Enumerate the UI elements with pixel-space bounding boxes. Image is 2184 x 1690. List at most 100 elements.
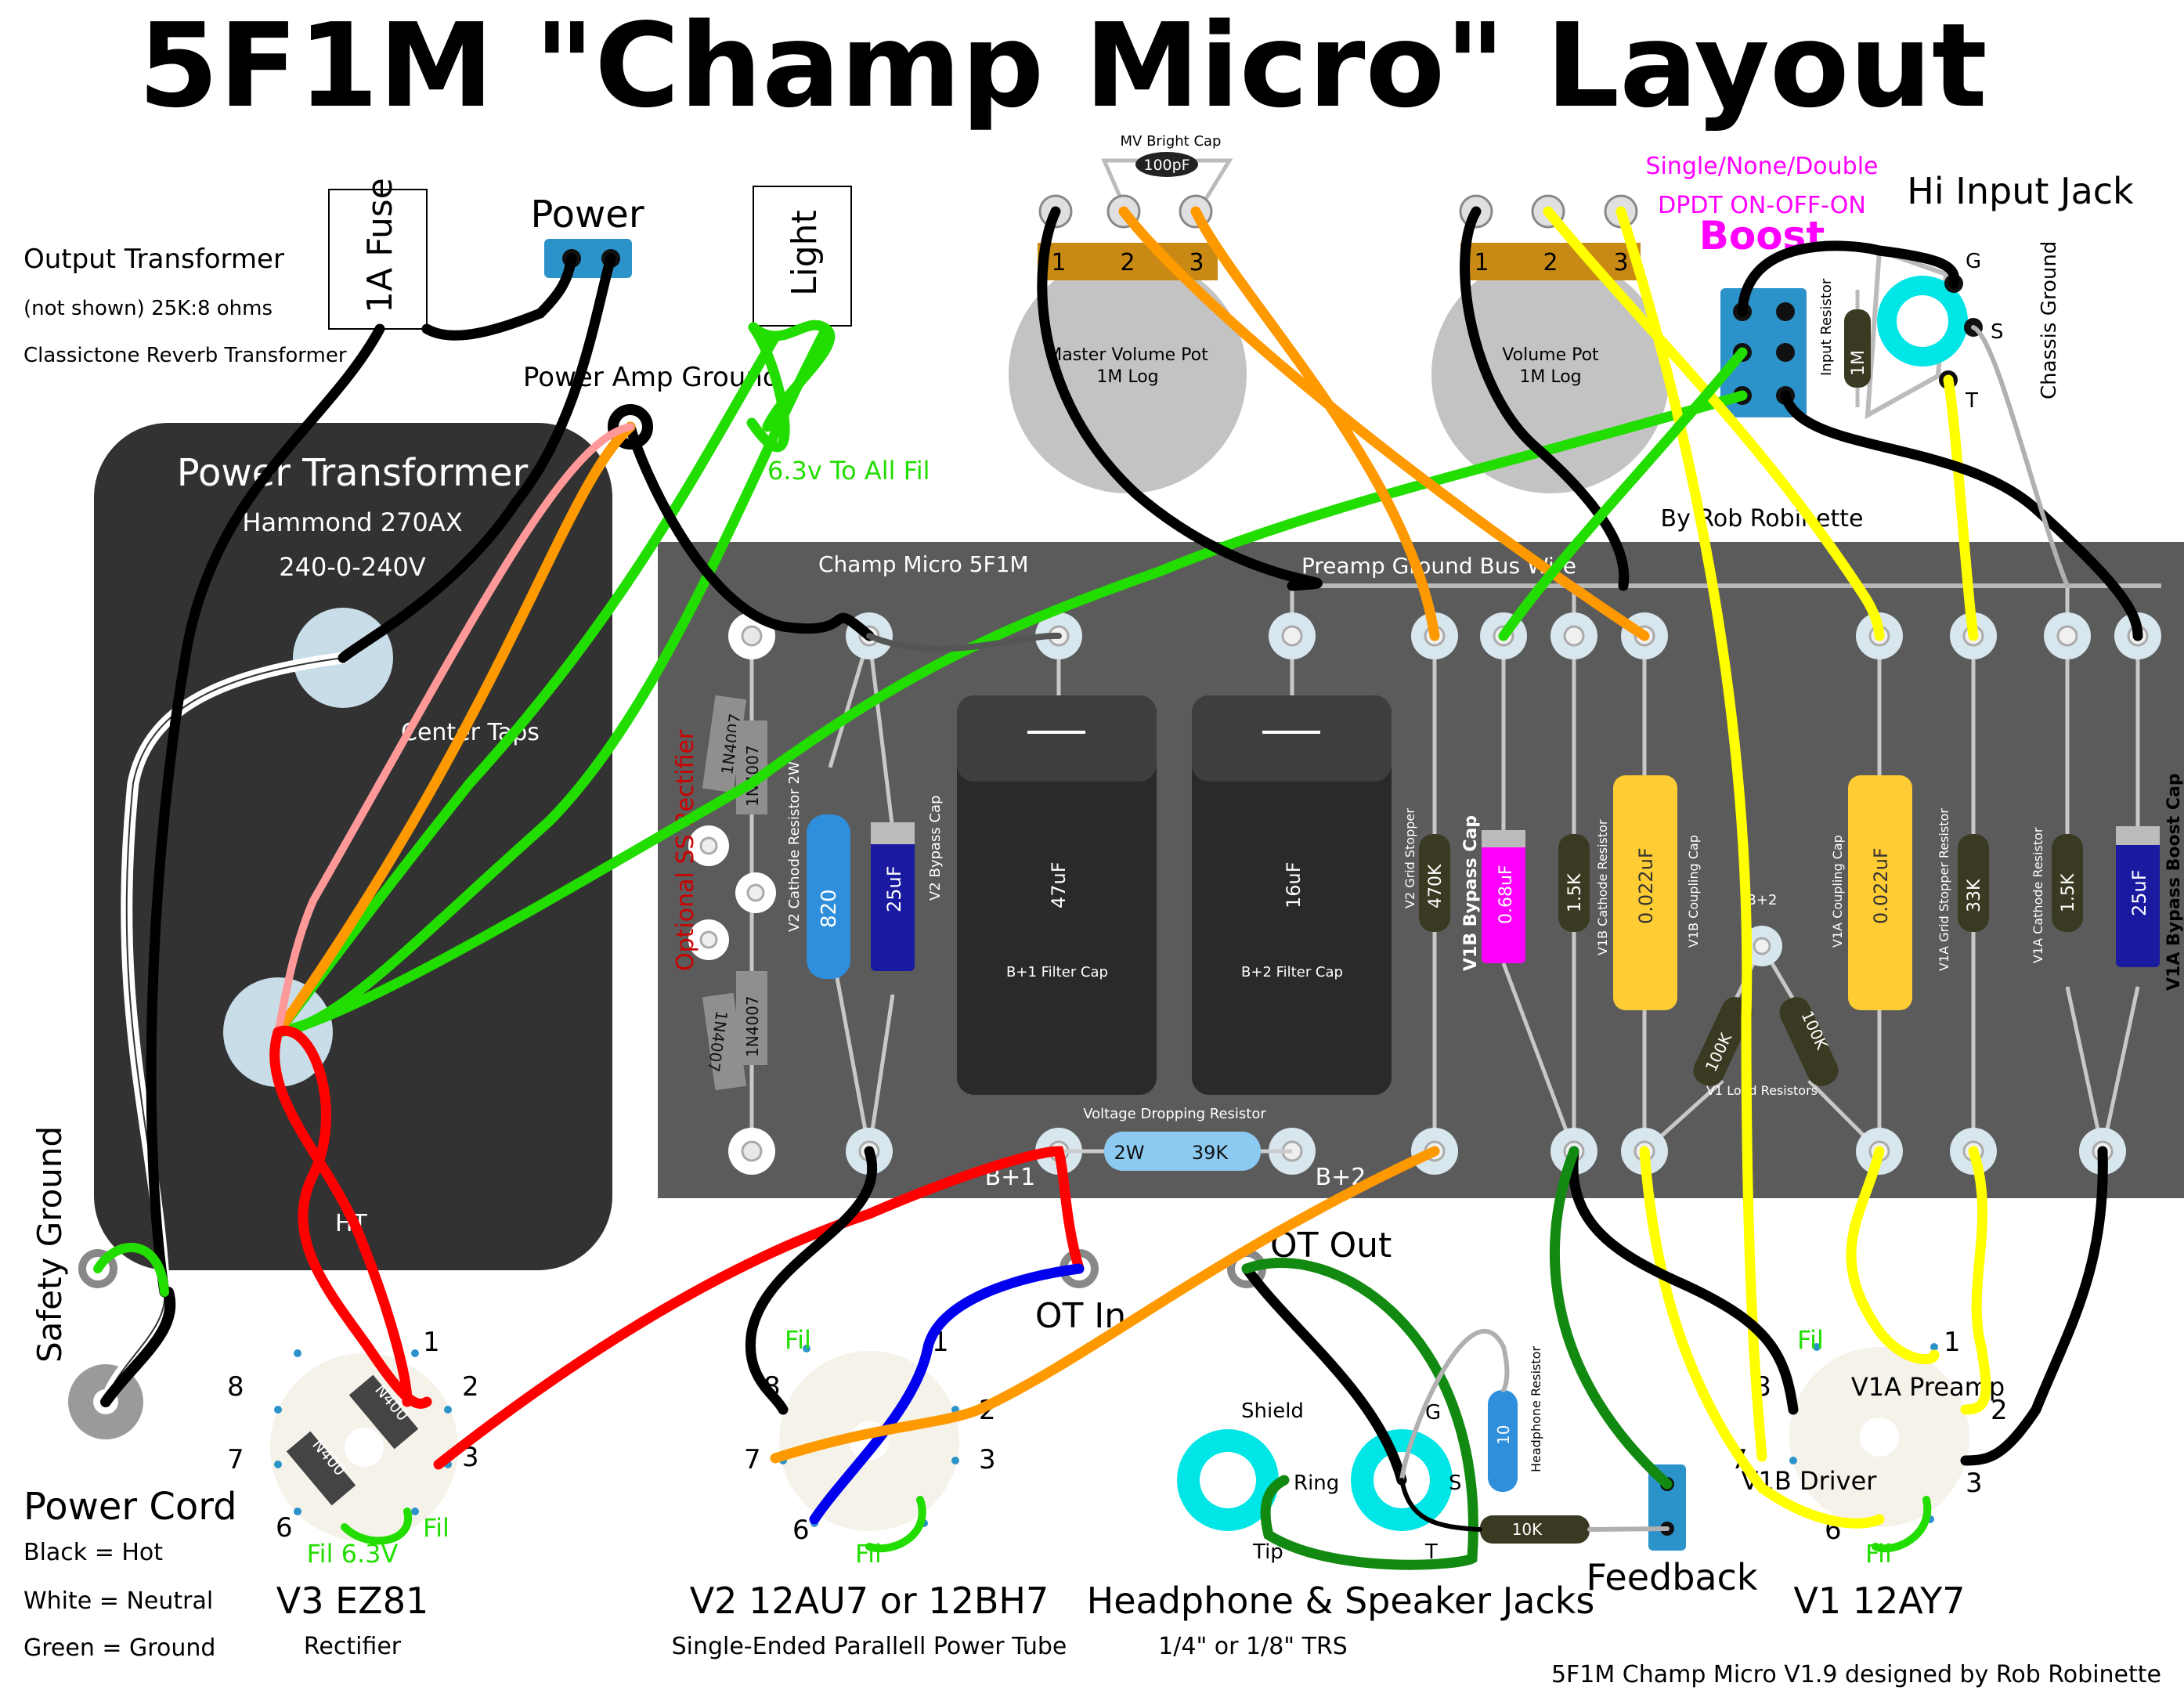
v1a-grid-stopper-label: V1A Grid Stopper Resistor — [1937, 808, 1951, 971]
power-amp-ground-label: Power Amp Ground — [523, 362, 779, 393]
v1a-bypass-cap-band — [2116, 826, 2160, 845]
v1a-cathode-resistor-value: 1.5K — [2059, 873, 2078, 912]
light-label: Light — [785, 210, 825, 296]
v1-pin-1: 1 — [1944, 1327, 1961, 1358]
filter-cap-1-value: 47uF — [1048, 861, 1070, 908]
v2-bypass-cap-value: 25uF — [883, 865, 905, 912]
v1a-preamp-label: V1A Preamp — [1851, 1372, 2005, 1402]
power-transformer-voltage: 240-0-240V — [279, 552, 426, 582]
fil-note: 6.3v To All Fil — [767, 456, 930, 486]
diode-2 — [736, 720, 767, 814]
volume-pot-lug-1: 1 — [1474, 249, 1489, 276]
v2-pin-3: 3 — [979, 1444, 996, 1475]
v1b-bypass-cap-value: 0.68uF — [1496, 865, 1516, 924]
jacks-name: Headphone & Speaker Jacks — [1087, 1580, 1595, 1622]
v1a-coupling-cap — [1848, 775, 1912, 1010]
hi-input-jack-label: Hi Input Jack — [1907, 170, 2134, 212]
power-cord-green: Green = Ground — [23, 1634, 215, 1662]
boost-line-2: DPDT ON-OFF-ON — [1658, 192, 1866, 219]
v3-sub: Rectifier — [304, 1633, 402, 1660]
v1-fil-bottom: Fil — [1865, 1539, 1892, 1569]
v3-name: V3 EZ81 — [276, 1580, 428, 1622]
input-resistor-label: Input Resistor — [1818, 278, 1835, 376]
volume-pot-lug-2: 2 — [1543, 249, 1558, 276]
load-resistor-2 — [1779, 997, 1839, 1086]
volume-pot-taper: 1M Log — [1519, 367, 1581, 387]
v3-pin-2: 2 — [462, 1371, 479, 1403]
input-jack-hole — [1897, 295, 1948, 347]
v1a-bypass-boost-label: V1A Bypass Boost Cap — [2164, 773, 2184, 991]
b2-eyelet-label: B+2 — [1747, 892, 1778, 908]
v2-grid-stopper-value: 470K — [1426, 864, 1446, 908]
master-pot-lug-1: 1 — [1051, 249, 1066, 276]
mv-bright-cap-value: 100pF — [1143, 157, 1189, 174]
master-volume-pot[interactable] — [1009, 255, 1247, 493]
v2-fil-top: Fil — [785, 1325, 811, 1355]
v2-grid-stopper-label: V2 Grid Stopper — [1402, 808, 1417, 908]
headphone-resistor-value: 10 — [1494, 1425, 1513, 1445]
safety-ground-label: Safety Ground — [31, 1126, 69, 1363]
master-pot-taper: 1M Log — [1096, 367, 1158, 387]
v1b-coupling-cap-label: V1B Coupling Cap — [1686, 835, 1701, 948]
power-cord-white: White = Neutral — [23, 1587, 213, 1615]
v2-bypass-cap-label: V2 Bypass Cap — [927, 796, 944, 901]
v2-name: V2 12AU7 or 12BH7 — [690, 1580, 1049, 1622]
volume-pot-lug-strip — [1460, 243, 1641, 280]
volume-pot-lug-3: 3 — [1613, 249, 1628, 276]
filter-cap-2-value: 16uF — [1283, 861, 1305, 908]
v1b-bypass-cap-band — [1482, 830, 1525, 847]
power-transformer — [94, 423, 612, 1270]
input-resistor — [1844, 309, 1871, 388]
diode-1 — [702, 695, 747, 793]
v1a-cathode-resistor-label: V1A Cathode Resistor — [2031, 827, 2045, 963]
v1b-bypass-cap — [1482, 830, 1525, 963]
diode-3 — [702, 992, 747, 1091]
v1a-grid-stopper — [1958, 834, 1989, 932]
chassis-ground-label: Chassis Ground — [2038, 241, 2061, 399]
dropping-resistor-label: Voltage Dropping Resistor — [1083, 1106, 1266, 1122]
v1b-coupling-cap — [1613, 775, 1677, 1010]
v2-pin-6: 6 — [792, 1515, 810, 1546]
mv-bright-cap — [1135, 152, 1198, 177]
headphone-jack-hole — [1200, 1452, 1256, 1508]
headphone-resistor-label: Headphone Resistor — [1529, 1346, 1543, 1472]
speaker-s-label: S — [1449, 1472, 1462, 1495]
v1a-bypass-cap — [2116, 826, 2160, 967]
output-transformer-label: Output Transformer — [23, 244, 284, 275]
input-jack-g-label: G — [1966, 250, 1981, 273]
boost-switch-lug — [1776, 302, 1795, 321]
v1a-coupling-cap-label: V1A Coupling Cap — [1830, 835, 1845, 948]
board-name: Champ Micro 5F1M — [818, 551, 1029, 577]
v3-pin-1: 1 — [423, 1327, 440, 1358]
diode-4-label: 1N4007 — [743, 995, 762, 1057]
rectifier-eyelets — [688, 825, 776, 960]
dropping-resistor-watt: 2W — [1114, 1142, 1145, 1164]
filter-cap-2 — [1192, 695, 1392, 1095]
optional-rectifier-label: Optional SS Rectifier — [672, 729, 699, 971]
v1-fil-top: Fil — [1797, 1325, 1824, 1355]
master-pot-name: Master Volume Pot — [1047, 345, 1208, 365]
wiring — [93, 206, 2143, 1570]
v2-cathode-resistor-value: 820 — [818, 889, 841, 928]
v1b-cathode-resistor-label: V1B Cathode Resistor — [1595, 819, 1610, 955]
power-cord-title: Power Cord — [23, 1485, 237, 1529]
v1-socket-center — [1860, 1417, 1899, 1457]
master-pot-lug-3: 3 — [1189, 249, 1204, 276]
v2-cathode-resistor — [807, 814, 850, 979]
input-jack-frame — [1865, 247, 1949, 420]
input-jack-s-label: S — [1991, 320, 2004, 344]
input-resistor-value: 1M — [1849, 350, 1868, 376]
v1-name: V1 12AY7 — [1793, 1580, 1965, 1622]
v2-cathode-resistor-label: V2 Cathode Resistor 2W — [786, 761, 803, 932]
filter-cap-2-label: B+2 Filter Cap — [1241, 964, 1343, 980]
v1b-cathode-resistor-value: 1.5K — [1565, 873, 1585, 912]
page-title: 5F1M "Champ Micro" Layout — [138, 0, 1987, 133]
speaker-g-label: G — [1425, 1401, 1441, 1425]
v3-pin-3: 3 — [462, 1442, 479, 1473]
speaker-t-label: T — [1424, 1540, 1438, 1564]
dropping-resistor-value: 39K — [1192, 1142, 1229, 1164]
v3-diode-2 — [286, 1431, 356, 1506]
v3-pin-7: 7 — [227, 1444, 244, 1475]
fuse-label: 1A Fuse — [360, 178, 400, 313]
